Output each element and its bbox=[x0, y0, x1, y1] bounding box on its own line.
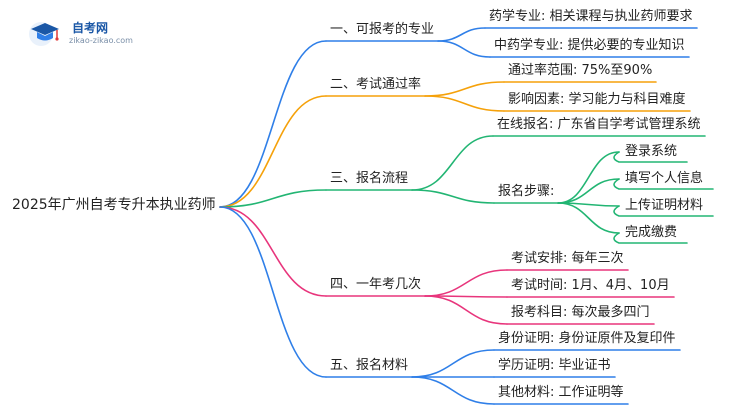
connector-root-branch bbox=[219, 206, 327, 297]
connector-branch-leaf bbox=[424, 95, 505, 112]
leaf-other-materials: 其他材料: 工作证明等 bbox=[498, 385, 624, 400]
step-bracket bbox=[613, 151, 688, 163]
leaf-exam-months: 考试时间: 1月、4月、10月 bbox=[511, 278, 670, 293]
branch-majors: 一、可报考的专业 bbox=[330, 22, 435, 37]
connector-root-branch bbox=[219, 189, 327, 208]
leaf-pass-rate-factors: 影响因素: 学习能力与科目难度 bbox=[508, 92, 686, 107]
connector-step bbox=[557, 178, 620, 204]
connector-step bbox=[557, 151, 620, 204]
connector-branch-leaf bbox=[424, 295, 508, 325]
step-fill-info: 填写个人信息 bbox=[625, 171, 704, 186]
connector-branch-leaf bbox=[411, 135, 494, 191]
connector-branch-leaf bbox=[437, 40, 491, 58]
leaf-major-pharmacy: 药学专业: 相关课程与执业药师要求 bbox=[489, 9, 693, 24]
logo-title: 自考网 bbox=[72, 21, 109, 35]
step-upload-proof: 上传证明材料 bbox=[625, 198, 704, 213]
branch-pass-rate: 二、考试通过率 bbox=[330, 77, 422, 92]
connector-branch-leaf bbox=[437, 27, 486, 42]
connector-branch-leaf bbox=[424, 269, 508, 297]
leaf-id-proof: 身份证明: 身份证原件及复印件 bbox=[498, 331, 676, 346]
leaf-online-registration: 在线报名: 广东省自学考试管理系统 bbox=[497, 117, 701, 132]
connector-root-branch bbox=[219, 40, 327, 208]
branch-registration-materials: 五、报名材料 bbox=[330, 358, 409, 373]
site-logo: 自考网 zikao-zikao.com bbox=[28, 16, 168, 52]
step-payment: 完成缴费 bbox=[625, 225, 678, 240]
connector-branch-leaf bbox=[411, 349, 495, 378]
connector-branch-leaf bbox=[411, 376, 495, 405]
step-bracket bbox=[613, 205, 714, 217]
step-bracket bbox=[613, 232, 688, 244]
leaf-exam-subjects: 报考科目: 每次最多四门 bbox=[511, 305, 650, 320]
root-topic: 2025年广州自考专升本执业药师 bbox=[12, 197, 216, 213]
logo-subtitle: zikao-zikao.com bbox=[69, 36, 133, 45]
connector-branch-leaf bbox=[424, 81, 505, 97]
leaf-major-tcm: 中药学专业: 提供必要的专业知识 bbox=[494, 38, 685, 53]
leaf-exam-schedule: 考试安排: 每年三次 bbox=[511, 251, 624, 266]
node-registration-steps: 报名步骤: bbox=[498, 184, 555, 199]
leaf-pass-rate-range: 通过率范围: 75%至90% bbox=[508, 63, 653, 78]
step-bracket bbox=[613, 178, 714, 190]
branch-exams-per-year: 四、一年考几次 bbox=[330, 277, 422, 292]
graduation-cap-icon bbox=[29, 22, 59, 46]
leaf-education-proof: 学历证明: 毕业证书 bbox=[498, 358, 611, 373]
connector-root-branch bbox=[219, 95, 327, 208]
step-login: 登录系统 bbox=[625, 144, 678, 159]
connector-step bbox=[557, 202, 620, 234]
connector-branch-leaf bbox=[411, 189, 495, 204]
connector-root-branch bbox=[219, 206, 327, 378]
branch-registration-process: 三、报名流程 bbox=[330, 171, 409, 186]
